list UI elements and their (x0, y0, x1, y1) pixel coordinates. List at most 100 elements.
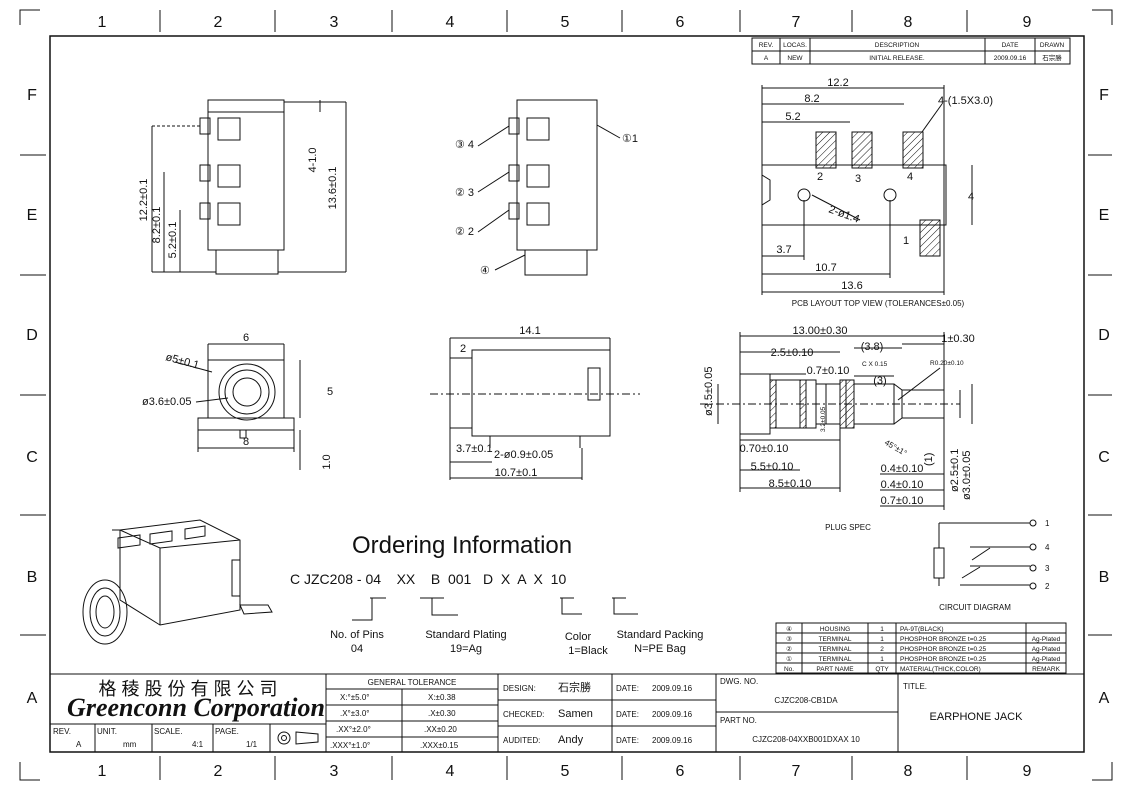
dim-label: 2-ø0.9±0.05 (494, 449, 553, 461)
zone-col-label: 4 (446, 763, 455, 780)
page-label: PAGE. (215, 727, 239, 736)
bom-cell: ③ (786, 635, 792, 643)
date-value: 2009.09.16 (652, 684, 693, 693)
dim-label: 0.4±0.10 (881, 479, 924, 491)
dim-label: 12.2 (827, 77, 848, 89)
dim-label: 4-(1.5X3.0) (938, 95, 993, 107)
dim-label: 3.2±0.05 (820, 406, 827, 432)
dim-label: 13.6 (841, 280, 862, 292)
bom-cell: 1 (880, 656, 884, 663)
drawing-title: EARPHONE JACK (930, 711, 1024, 723)
bom-header: No. (784, 666, 794, 673)
ordering-value: 19=Ag (450, 643, 482, 655)
tolerance-angle: .X°±3.0° (340, 709, 369, 718)
unit-label: UNIT. (97, 727, 117, 736)
dim-label: 3.7±0.1 (456, 443, 493, 455)
ordering-info: Ordering Information C JZC208 - 04 XX B … (290, 532, 703, 657)
bom-cell: 2 (880, 646, 884, 653)
dwg-no-value: CJZC208-CB1DA (774, 696, 838, 705)
dim-label: 1±0.30 (941, 333, 975, 345)
pad-number: 2 (817, 171, 823, 183)
company-name-en: Greenconn Corporation (67, 693, 325, 722)
zone-row-label: E (27, 207, 38, 224)
dim-label: 4-1.0 (307, 147, 319, 172)
zone-col-label: 6 (676, 14, 685, 31)
part-no-label: PART NO. (720, 716, 757, 725)
dwg-no-label: DWG. NO. (720, 677, 758, 686)
pin-callout: ② 2 (455, 226, 474, 238)
dim-label: 6 (243, 332, 249, 344)
bom-cell: 1 (880, 626, 884, 633)
tolerance-linear: .X±0.30 (428, 709, 456, 718)
rev-value: A (76, 740, 82, 749)
bom-cell: HOUSING (820, 626, 850, 633)
pin-view (477, 99, 621, 276)
bom-cell: Ag-Plated (1032, 656, 1061, 663)
ordering-value: 1=Black (568, 645, 608, 657)
plug-spec (700, 332, 973, 510)
title-label: TITLE. (903, 682, 927, 691)
zone-row-label: F (27, 87, 37, 104)
bom-header: PART NAME (816, 666, 854, 673)
zone-col-label: 1 (98, 763, 107, 780)
pin-callout: ①1 (622, 133, 638, 145)
pad-number: 4 (907, 171, 913, 183)
pin-callout: ④ (480, 265, 490, 277)
rev-header: DRAWN (1040, 42, 1065, 49)
dim-label: ø3.5±0.05 (703, 367, 715, 416)
zone-row-label: D (26, 327, 38, 344)
dim-label: 4 (968, 191, 974, 203)
pcb-layout (761, 85, 973, 295)
zone-col-label: 2 (214, 763, 223, 780)
zone-row-label: B (27, 569, 38, 586)
zone-col-label: 2 (214, 14, 223, 31)
pad-number: 3 (855, 173, 861, 185)
circuit-diagram (933, 519, 1037, 590)
dim-label: 45°±1° (883, 438, 908, 458)
zone-col-label: 9 (1023, 14, 1032, 31)
ordering-part-code: C JZC208 - 04 XX B 001 D X A X 10 (290, 571, 566, 587)
zone-col-label: 7 (792, 763, 801, 780)
bom-cell: Ag-Plated (1032, 646, 1061, 653)
dim-label: 13.6±0.1 (327, 167, 339, 210)
circuit-pin: 1 (1045, 519, 1050, 528)
dim-label: 10.7 (815, 262, 836, 274)
ordering-value: N=PE Bag (634, 643, 686, 655)
scale-value: 4:1 (192, 740, 204, 749)
title-block: 格 稜 股 份 有 限 公 司 Greenconn Corporation RE… (49, 673, 1085, 753)
circuit-pin: 4 (1045, 543, 1050, 552)
zone-row-label: E (1099, 207, 1110, 224)
audited-label: AUDITED: (503, 736, 540, 745)
dim-label: 1.0 (321, 454, 333, 469)
rev-cell: 石宗勝 (1042, 53, 1062, 62)
ordering-label: Standard Plating (425, 629, 506, 641)
ordering-label: Standard Packing (617, 629, 704, 641)
bom-cell: TERMINAL (819, 636, 852, 643)
bom-header: MATERIAL(THICK,COLOR) (900, 666, 981, 673)
dim-label: 8.2±0.1 (151, 207, 163, 244)
dim-label: 5.2±0.1 (167, 222, 179, 259)
checked-label: CHECKED: (503, 710, 544, 719)
ordering-value: 04 (351, 643, 363, 655)
dim-label: 0.7±0.10 (807, 365, 850, 377)
dim-label: 0.4±0.10 (881, 463, 924, 475)
zone-row-label: D (1098, 327, 1110, 344)
zone-col-label: 7 (792, 14, 801, 31)
dim-label: ø3.6±0.05 (142, 396, 191, 408)
dim-label: 0.70±0.10 (740, 443, 789, 455)
pin-callout: ③ 4 (455, 139, 474, 151)
dim-label: 12.2±0.1 (138, 179, 150, 222)
checked-value: Samen (558, 708, 593, 720)
zone-labels: 1 2 3 4 5 6 7 8 9 1 2 3 4 5 6 7 8 9 F E … (26, 14, 1110, 780)
dim-label: 13.00±0.30 (793, 325, 848, 337)
company-name-cn: 格 稜 股 份 有 限 公 司 (98, 679, 277, 699)
bom-cell: PHOSPHOR BRONZE t=0.25 (900, 636, 987, 643)
date-label: DATE: (616, 710, 639, 719)
dim-label: 8.2 (804, 93, 819, 105)
dim-label: ø2.5±0.1 (949, 449, 961, 492)
zone-col-label: 6 (676, 763, 685, 780)
dim-label: 8.5±0.10 (769, 478, 812, 490)
bom-cell: 1 (880, 636, 884, 643)
zone-row-label: C (26, 449, 38, 466)
